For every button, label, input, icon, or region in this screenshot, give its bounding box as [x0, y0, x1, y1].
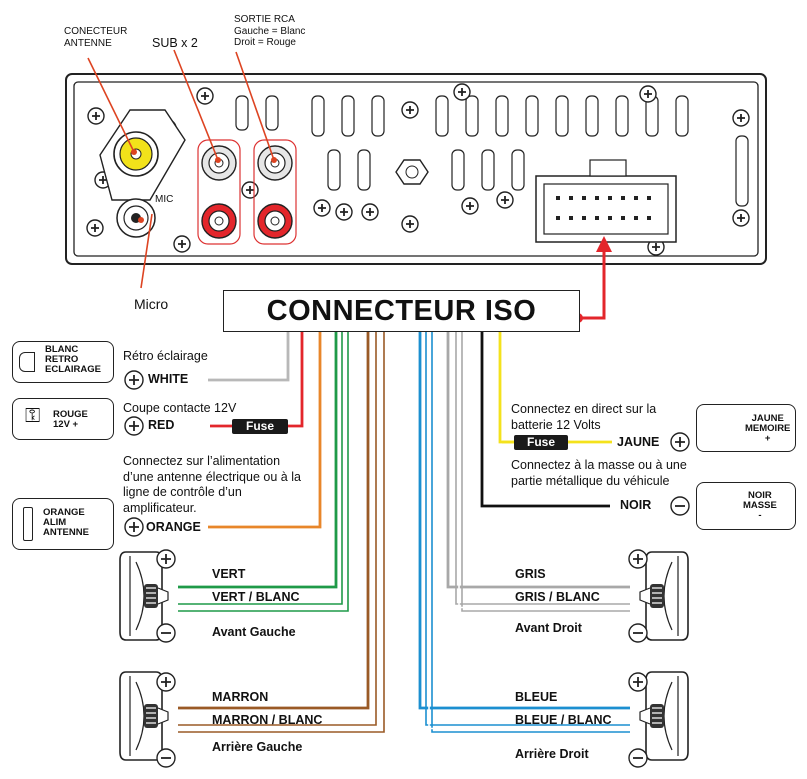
iso-connector-box: CONNECTEUR ISO	[223, 290, 580, 332]
black-wire-box: NOIR MASSE -	[696, 482, 796, 530]
speaker-front-right	[639, 551, 689, 641]
front-right-pos-label: GRIS	[515, 567, 546, 581]
front-right-neg-label: GRIS / BLANC	[515, 590, 600, 604]
left-wires	[178, 330, 385, 733]
red-fuse: Fuse	[232, 419, 288, 434]
rear-right-neg-label: BLEUE / BLANC	[515, 713, 612, 727]
right-wires	[418, 330, 630, 733]
mic-label: MIC	[155, 194, 174, 205]
orange-wire-name: ORANGE	[146, 520, 201, 534]
speaker-rear-right	[639, 671, 689, 761]
white-wire-description: Rétro éclairage	[123, 349, 208, 363]
white-wire-box-text: BLANC RETRO ECLAIRAGE	[45, 344, 101, 375]
orange-wire-description: Connectez sur l’alimentation d’une anten…	[123, 454, 301, 515]
red-wire-box: ⚿ ROUGE 12V +	[12, 398, 114, 440]
antenna-connector-label: CONECTEUR ANTENNE	[64, 26, 128, 49]
rear-left-neg-label: MARRON / BLANC	[212, 713, 323, 727]
white-wire-box: BLANC RETRO ECLAIRAGE	[12, 341, 114, 383]
yellow-wire-box-text: JAUNE MEMOIRE +	[745, 413, 791, 444]
pointer-lines	[87, 49, 275, 289]
head-unit	[65, 73, 767, 265]
yellow-wire-description: Connectez en direct sur la batterie 12 V…	[511, 402, 657, 432]
front-left-speaker-label: Avant Gauche	[212, 625, 296, 639]
front-right-speaker-label: Avant Droit	[515, 621, 582, 635]
light-icon	[19, 352, 35, 372]
black-wire-box-text: NOIR MASSE -	[743, 490, 777, 521]
black-wire-name: NOIR	[620, 498, 652, 512]
front-left-neg-label: VERT / BLANC	[212, 590, 300, 604]
rca-left-label: Gauche = Blanc	[234, 26, 306, 37]
key-icon: ⚿	[25, 405, 41, 427]
antenna-icon	[23, 507, 33, 541]
orange-wire-box: ORANGE ALIM ANTENNE	[12, 498, 114, 550]
black-wire-description: Connectez à la masse ou à une partie mét…	[511, 458, 687, 488]
rear-left-pos-label: MARRON	[212, 690, 269, 704]
rca-title: SORTIE RCA	[234, 14, 295, 25]
red-wire-name: RED	[148, 418, 175, 432]
micro-label: Micro	[134, 296, 169, 312]
rear-right-speaker-label: Arrière Droit	[515, 747, 589, 761]
red-wire-description: Coupe contacte 12V	[123, 401, 237, 415]
rear-left-speaker-label: Arrière Gauche	[212, 740, 303, 754]
rca-right-label: Droit = Rouge	[234, 37, 296, 48]
yellow-fuse: Fuse	[514, 435, 568, 450]
yellow-wire-name: JAUNE	[617, 435, 660, 449]
yellow-wire-box: JAUNE MEMOIRE +	[696, 404, 796, 452]
front-left-pos-label: VERT	[212, 567, 246, 581]
red-wire-box-text: ROUGE 12V +	[53, 409, 88, 430]
white-wire-name: WHITE	[148, 372, 189, 386]
rear-right-pos-label: BLEUE	[515, 690, 558, 704]
sub-label: SUB x 2	[152, 36, 198, 50]
orange-wire-box-text: ORANGE ALIM ANTENNE	[43, 507, 89, 538]
